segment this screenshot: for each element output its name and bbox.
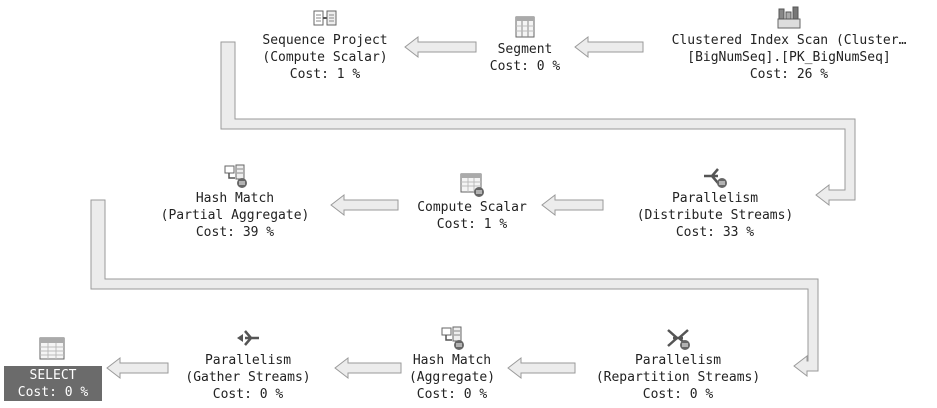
compute-scalar-icon [460,173,484,197]
node-subtitle: (Compute Scalar) [262,50,388,65]
select-icon [39,337,65,360]
node-title: Sequence Project [262,33,388,48]
node-parallelism-gather[interactable]: Parallelism (Gather Streams) Cost: 0 % [113,325,383,403]
arrow-parallelism-distribute-to-compute-scalar [541,193,604,217]
arrow-scan-to-segment [574,35,644,59]
node-title: Parallelism [671,191,759,206]
node-title: Parallelism [634,353,722,368]
node-select[interactable]: SELECT Cost: 0 % [4,366,102,401]
node-hash-match-aggregate[interactable]: Hash Match (Aggregate) Cost: 0 % [317,325,587,403]
node-title: Hash Match [195,191,275,206]
node-hash-match-partial[interactable]: Hash Match (Partial Aggregate) Cost: 39 … [100,163,370,241]
segment-icon [515,16,535,38]
node-cost: Cost: 1 % [436,217,508,232]
clustered-index-scan-icon [777,6,801,29]
node-segment[interactable]: Segment Cost: 0 % [390,14,660,75]
node-subtitle: (Partial Aggregate) [160,208,310,223]
arrow-repartition-to-hash-aggregate [507,356,576,380]
node-cost: Cost: 26 % [749,67,829,82]
parallelism-gather-icon [237,330,259,346]
arrow-segment-to-sequence-project [404,35,477,59]
node-compute-scalar[interactable]: Compute Scalar Cost: 1 % [337,172,607,233]
node-title: Compute Scalar [417,200,527,215]
hash-match-icon [224,164,247,188]
sequence-project-icon [313,10,337,26]
node-cost: Cost: 0 % [17,385,89,400]
node-cost: Cost: 1 % [289,67,361,82]
node-clustered-index-scan[interactable]: Clustered Index Scan (Cluster… [BigNumSe… [654,5,924,83]
node-sequence-project[interactable]: Sequence Project (Compute Scalar) Cost: … [190,5,460,83]
node-cost: Cost: 0 % [489,59,561,74]
node-parallelism-distribute[interactable]: Parallelism (Distribute Streams) Cost: 3… [580,163,850,241]
node-title: Segment [497,42,553,57]
node-title: SELECT [29,368,77,383]
arrow-hash-partial-to-parallelism-repartition [90,199,819,378]
node-cost: Cost: 0 % [212,387,284,402]
node-subtitle: (Aggregate) [408,370,496,385]
hash-match-icon [441,326,464,350]
node-cost: Cost: 0 % [642,387,714,402]
node-subtitle: [BigNumSeq].[PK_BigNumSeq] [687,50,891,65]
parallelism-repartition-icon [667,329,690,350]
arrow-hash-aggregate-to-gather [334,356,402,380]
arrow-compute-scalar-to-hash-match-partial [330,193,399,217]
node-title: Clustered Index Scan (Cluster… [671,33,907,48]
node-cost: Cost: 39 % [195,225,275,240]
node-title: Parallelism [204,353,292,368]
node-subtitle: (Distribute Streams) [636,208,794,223]
node-subtitle: (Repartition Streams) [595,370,761,385]
node-subtitle: (Gather Streams) [185,370,311,385]
arrow-gather-to-select [106,356,169,380]
node-cost: Cost: 33 % [675,225,755,240]
node-title: Hash Match [412,353,492,368]
parallelism-distribute-icon [704,168,727,188]
node-cost: Cost: 0 % [416,387,488,402]
node-parallelism-repartition[interactable]: Parallelism (Repartition Streams) Cost: … [543,325,813,403]
arrow-seqproject-to-parallelism-distribute [220,41,856,207]
